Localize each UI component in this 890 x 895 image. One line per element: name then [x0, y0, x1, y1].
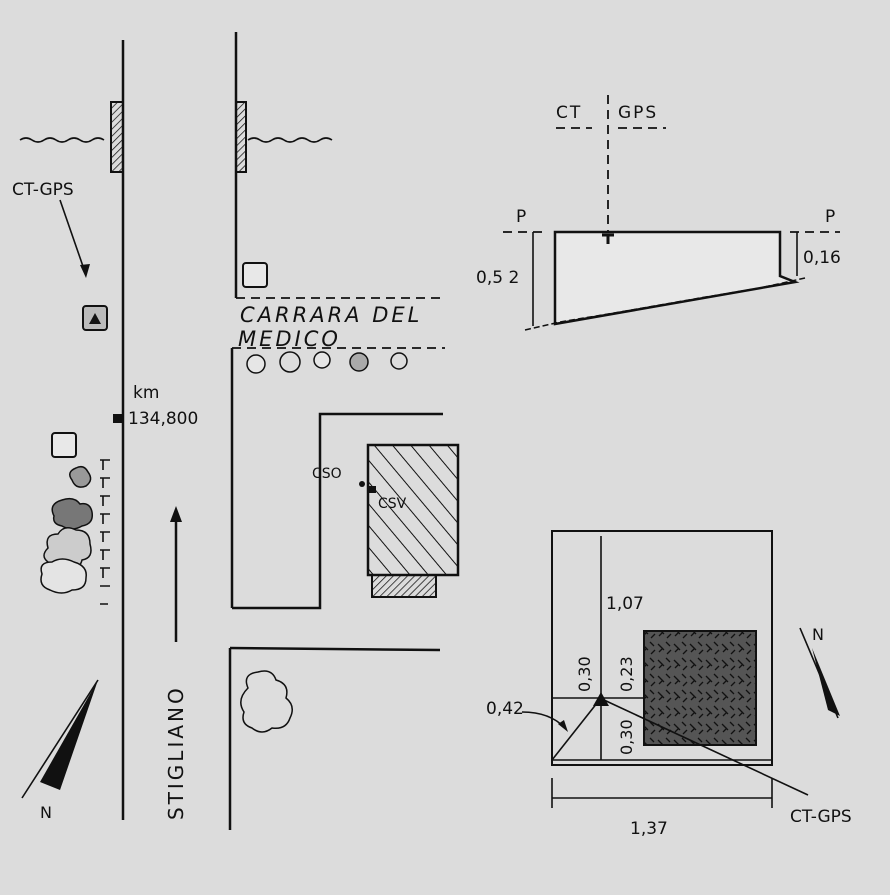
bush-south [240, 670, 293, 733]
direction-arrow-icon [170, 506, 182, 522]
dim-042-arrow-icon [558, 720, 568, 732]
km-stone-icon [113, 414, 122, 423]
north-label-map: N [40, 803, 52, 822]
section-label-ct: CT [556, 103, 582, 123]
dim-030-top-label: 0,30 [575, 656, 594, 692]
p-right-label: P [825, 207, 835, 227]
pillar-section [553, 230, 800, 326]
north-arrow-shaft [21, 679, 99, 799]
shrub-row [246, 351, 408, 374]
bushes-west [40, 465, 94, 594]
locality-line-2: MEDICO [238, 327, 341, 351]
dim-030-bottom-label: 0,30 [617, 719, 636, 755]
cso-label: CSO [312, 466, 342, 482]
cso-point-icon [359, 481, 365, 487]
building-main [366, 443, 460, 577]
side-road-edge [229, 646, 441, 652]
bridge-east [235, 101, 247, 173]
road-name: STIGLIANO [164, 685, 188, 820]
height-left-label: 0,5 2 [476, 268, 519, 288]
csv-point-icon [369, 486, 376, 493]
plan-diagonal [551, 697, 602, 761]
dim-107-label: 1,07 [606, 594, 644, 614]
triangle-marker-icon [89, 313, 101, 324]
cross-section: CT GPS P P 0,5 2 0,16 [476, 95, 841, 342]
building-small-west [51, 432, 77, 458]
building-small-east [242, 262, 268, 288]
dim-042-label: 0,42 [486, 699, 524, 719]
height-right-label: 0,16 [803, 248, 841, 268]
dim-023-label: 0,23 [617, 656, 636, 692]
km-value: 134,800 [128, 409, 198, 429]
slope-ticks [100, 459, 110, 605]
ground-line [524, 277, 806, 331]
building-annex [371, 574, 437, 598]
north-arrow-icon [40, 680, 98, 790]
p-left-label: P [516, 207, 526, 227]
north-label-plan: N [812, 625, 824, 644]
benchmark-icon [602, 233, 614, 244]
ct-gps-label: CT-GPS [12, 180, 74, 200]
stream-west [19, 137, 105, 143]
locality-line-1: CARRARA DEL [240, 303, 422, 327]
property-boundary [232, 412, 443, 610]
north-arrow-plan-shaft [799, 627, 839, 719]
stream-east [247, 137, 333, 143]
arrow-head-icon [80, 264, 90, 278]
dim-137-label: 1,37 [630, 819, 668, 839]
site-map: CT-GPS km 134,800 CARRARA DEL MEDICO [12, 32, 460, 830]
plan-marker-icon [593, 692, 609, 706]
ct-gps-plan-pointer [603, 699, 809, 796]
plan-pillar-texture [644, 631, 756, 745]
plan-outer [551, 530, 773, 766]
ct-gps-pointer [59, 199, 87, 276]
km-label: km [133, 383, 159, 403]
bridge-west [110, 101, 124, 173]
ct-gps-plan-label: CT-GPS [790, 807, 852, 827]
csv-label: CSV [378, 496, 407, 512]
section-label-gps: GPS [618, 103, 658, 123]
north-arrow-plan-icon [812, 648, 840, 716]
dim-042-pointer [521, 711, 566, 729]
pillar-plan: 1,07 0,30 0,23 0,30 0,42 1,37 CT-GPS N [486, 530, 852, 839]
